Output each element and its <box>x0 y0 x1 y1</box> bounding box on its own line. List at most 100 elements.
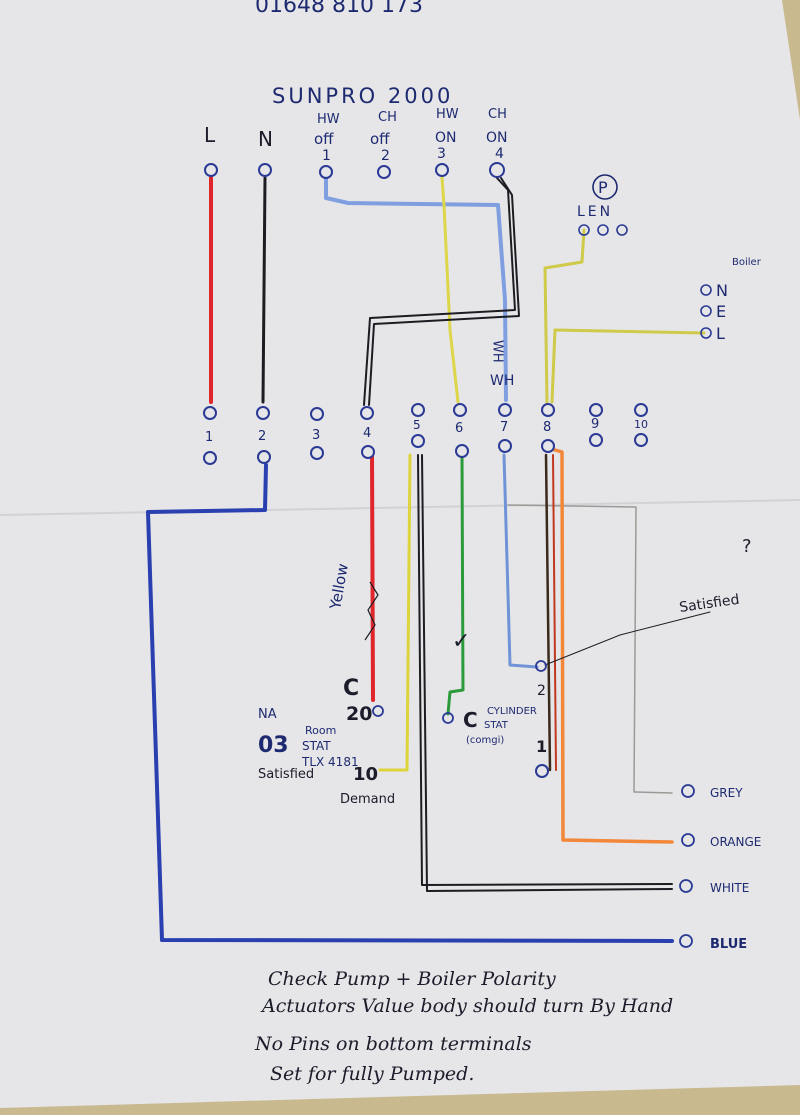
roomstat-model: TLX 4181 <box>301 755 359 769</box>
wires <box>146 176 711 943</box>
pump-symbol <box>592 174 618 200</box>
junction-bottom-7 <box>498 439 512 453</box>
terminal-label-L: L <box>204 123 216 147</box>
note-line-4: Set for fully Pumped. <box>270 1063 474 1085</box>
cylstat-line3: (comgi) <box>466 735 504 746</box>
junction-num-3: 3 <box>312 428 320 443</box>
tick-mark: ✓ <box>452 629 470 654</box>
boiler-terminal-label-L: L <box>716 324 725 343</box>
wire-blue-neutral-cable <box>146 463 674 943</box>
diagram-title: SUNPRO 2000 <box>272 84 453 108</box>
boiler-terminals <box>700 284 712 339</box>
roomstat-c-label: C <box>343 676 359 701</box>
junction-num-8: 8 <box>543 420 551 435</box>
pump-terminal-label: LEN <box>577 204 613 220</box>
wire-red-cylstat-1 <box>552 454 557 771</box>
cable-ends <box>679 784 695 948</box>
cylstat-num-top: 2 <box>537 683 546 699</box>
junction-bottom-4 <box>361 445 375 459</box>
terminal-hw-off <box>319 165 333 179</box>
boiler-terminal-L <box>700 327 712 339</box>
junction-bottom-2 <box>257 450 271 464</box>
junction-num-2: 2 <box>258 429 266 444</box>
cylstat-c-label: C <box>463 708 478 732</box>
wire-yellow-demand <box>378 453 412 772</box>
terminal-L <box>204 163 218 177</box>
note-line-1: Check Pump + Boiler Polarity <box>268 968 556 990</box>
junction-terminals <box>203 403 648 465</box>
terminal-sub-ch-off: off <box>370 130 390 148</box>
paper-fold <box>0 499 800 516</box>
wire-dark-cylstat-1 <box>544 453 552 772</box>
terminal-hw-on <box>435 163 449 177</box>
yellow-squiggle <box>364 581 379 641</box>
roomstat-terminal-top <box>372 705 384 717</box>
pump-terminal-E <box>597 224 609 236</box>
cable-label-grey: GREY <box>710 786 743 800</box>
junction-top-6 <box>453 403 467 417</box>
pump-symbol-label: P <box>598 178 608 197</box>
terminal-num-ch-on: 4 <box>495 146 504 162</box>
junction-top-3 <box>310 407 324 421</box>
wire-yellow-boiler <box>550 328 706 404</box>
roomstat-na: NA <box>258 707 277 722</box>
roomstat-num-bottom: 10 <box>353 764 378 785</box>
header-fragment: 01648 810 173 <box>255 0 423 18</box>
roomstat-demand: Demand <box>340 792 395 807</box>
boiler-terminal-E <box>700 305 712 317</box>
junction-bottom-1 <box>203 451 217 465</box>
terminal-sub-hw-on: ON <box>435 130 457 146</box>
roomstat-room: Room <box>305 724 336 737</box>
pump-terminal-N <box>616 224 628 236</box>
cable-end-blue <box>679 934 693 948</box>
terminal-ch-on <box>489 162 505 178</box>
wire-red-roomstat <box>370 453 375 702</box>
junction-top-9 <box>589 403 603 417</box>
terminal-label-hw-off: HW <box>317 112 340 127</box>
terminal-label-ch-off: CH <box>378 110 397 125</box>
programmer-terminals <box>204 162 505 179</box>
boiler-terminal-label-N: N <box>716 281 728 300</box>
junction-numbers: 1 2 3 4 5 6 7 8 9 10 <box>205 417 648 445</box>
wire-white-cable <box>417 454 673 886</box>
junction-top-10 <box>634 403 648 417</box>
cable-label-orange: ORANGE <box>710 835 761 849</box>
wire-yellow-pump <box>543 228 586 404</box>
cable-end-white <box>679 879 693 893</box>
cylstat-terminal-c <box>442 712 454 724</box>
junction-num-4: 4 <box>363 426 371 441</box>
junction-bottom-5 <box>411 434 425 448</box>
wire-lightblue-cylstat <box>502 453 539 669</box>
terminal-label-N: N <box>258 127 273 151</box>
roomstat-num-left: 03 <box>258 733 289 758</box>
terminal-num-hw-off: 1 <box>322 148 331 164</box>
terminal-label-ch-on: CH <box>488 107 507 122</box>
junction-num-6: 6 <box>455 421 463 436</box>
pump-terminals <box>578 224 628 236</box>
wire-black-ch-on <box>363 177 516 406</box>
cable-end-grey <box>681 784 695 798</box>
pump-terminal-L <box>578 224 590 236</box>
note-line-3: No Pins on bottom terminals <box>254 1033 532 1055</box>
wire-yellow-hw-on <box>440 176 460 404</box>
junction-bottom-9 <box>589 433 603 447</box>
junction-bottom-10 <box>634 433 648 447</box>
cylstat-terminal-1 <box>535 764 549 778</box>
terminal-N <box>258 163 272 177</box>
junction-bottom-3 <box>310 446 324 460</box>
junction-top-8 <box>541 403 555 417</box>
wire-grey-cable <box>507 504 673 794</box>
junction-num-1: 1 <box>205 430 213 445</box>
junction-top-4 <box>360 406 374 420</box>
cable-label-white: WHITE <box>710 881 749 895</box>
junction-top-7 <box>498 403 512 417</box>
question-mark: ? <box>742 536 752 557</box>
wire-white-cable-b <box>421 454 673 892</box>
cylstat-terminal-2 <box>535 660 547 672</box>
terminal-num-ch-off: 2 <box>381 148 390 164</box>
boiler-terminal-label-E: E <box>716 302 726 321</box>
wire-green-cylstat <box>446 453 465 716</box>
terminal-sub-ch-on: ON <box>486 130 508 146</box>
